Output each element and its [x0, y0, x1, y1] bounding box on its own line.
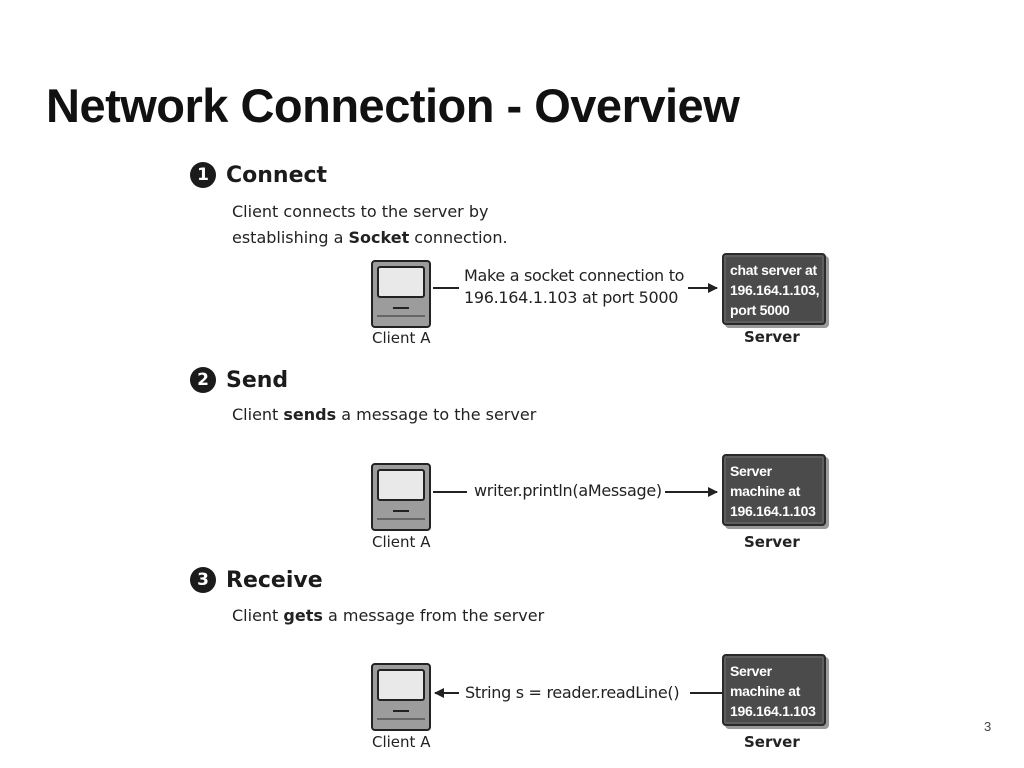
- step-number-badge: 1: [190, 162, 216, 188]
- step-receive-description: Client gets a message from the server: [232, 606, 545, 625]
- server-box-text: Server machine at 196.164.1.103: [730, 663, 816, 719]
- send-message: writer.println(aMessage): [474, 481, 662, 500]
- server-label: Server: [744, 733, 800, 751]
- client-label: Client A: [372, 733, 431, 751]
- step-title: Receive: [226, 567, 323, 593]
- server-label: Server: [744, 533, 800, 551]
- client-label: Client A: [372, 329, 431, 347]
- step-send-heading: 2 Send: [190, 367, 288, 393]
- step-number-badge: 3: [190, 567, 216, 593]
- server-label: Server: [744, 328, 800, 346]
- receive-message: String s = reader.readLine(): [465, 683, 680, 702]
- client-label: Client A: [372, 533, 431, 551]
- page-number: 3: [984, 719, 992, 734]
- connect-message: Make a socket connection to 196.164.1.10…: [464, 266, 685, 307]
- client-computer-icon: [371, 663, 431, 731]
- server-box-text: Server machine at 196.164.1.103: [730, 463, 816, 519]
- step-receive-heading: 3 Receive: [190, 567, 323, 593]
- step-number-badge: 2: [190, 367, 216, 393]
- step-title: Connect: [226, 162, 328, 188]
- step-connect-description: Client connects to the server by establi…: [232, 202, 508, 247]
- step-connect-heading: 1 Connect: [190, 162, 327, 188]
- server-box: Server machine at 196.164.1.103: [722, 654, 826, 726]
- client-computer-icon: [371, 260, 431, 328]
- step-send-description: Client sends a message to the server: [232, 405, 537, 424]
- server-box-text: chat server at 196.164.1.103, port 5000: [730, 262, 820, 318]
- server-box: chat server at 196.164.1.103, port 5000: [722, 253, 826, 325]
- server-box: Server machine at 196.164.1.103: [722, 454, 826, 526]
- slide-title: Network Connection - Overview: [46, 79, 740, 132]
- step-title: Send: [226, 367, 289, 393]
- client-computer-icon: [371, 463, 431, 531]
